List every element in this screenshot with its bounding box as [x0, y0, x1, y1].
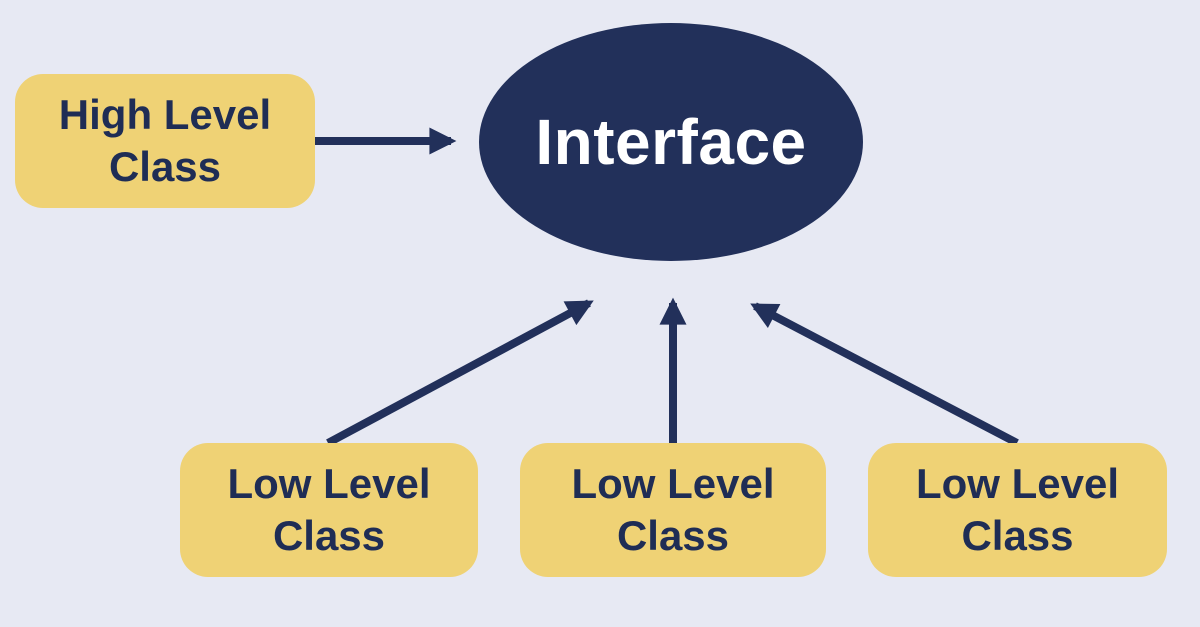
arrow-low1-to-interface [326, 299, 594, 447]
low-level-class-label-2: Low Level Class [571, 459, 775, 560]
low-level-class-label-3: Low Level Class [915, 459, 1120, 560]
low-level-class-node-3: Low Level Class [868, 443, 1167, 577]
interface-node: Interface [479, 23, 863, 261]
low-level-class-node-1: Low Level Class [180, 443, 478, 577]
arrow-low3-to-interface [750, 302, 1019, 447]
high-level-class-label: High Level Class [58, 90, 272, 191]
low-level-class-node-2: Low Level Class [520, 443, 826, 577]
low-level-class-label-1: Low Level Class [227, 459, 431, 560]
high-level-class-node: High Level Class [15, 74, 315, 208]
interface-node-label: Interface [535, 106, 807, 178]
